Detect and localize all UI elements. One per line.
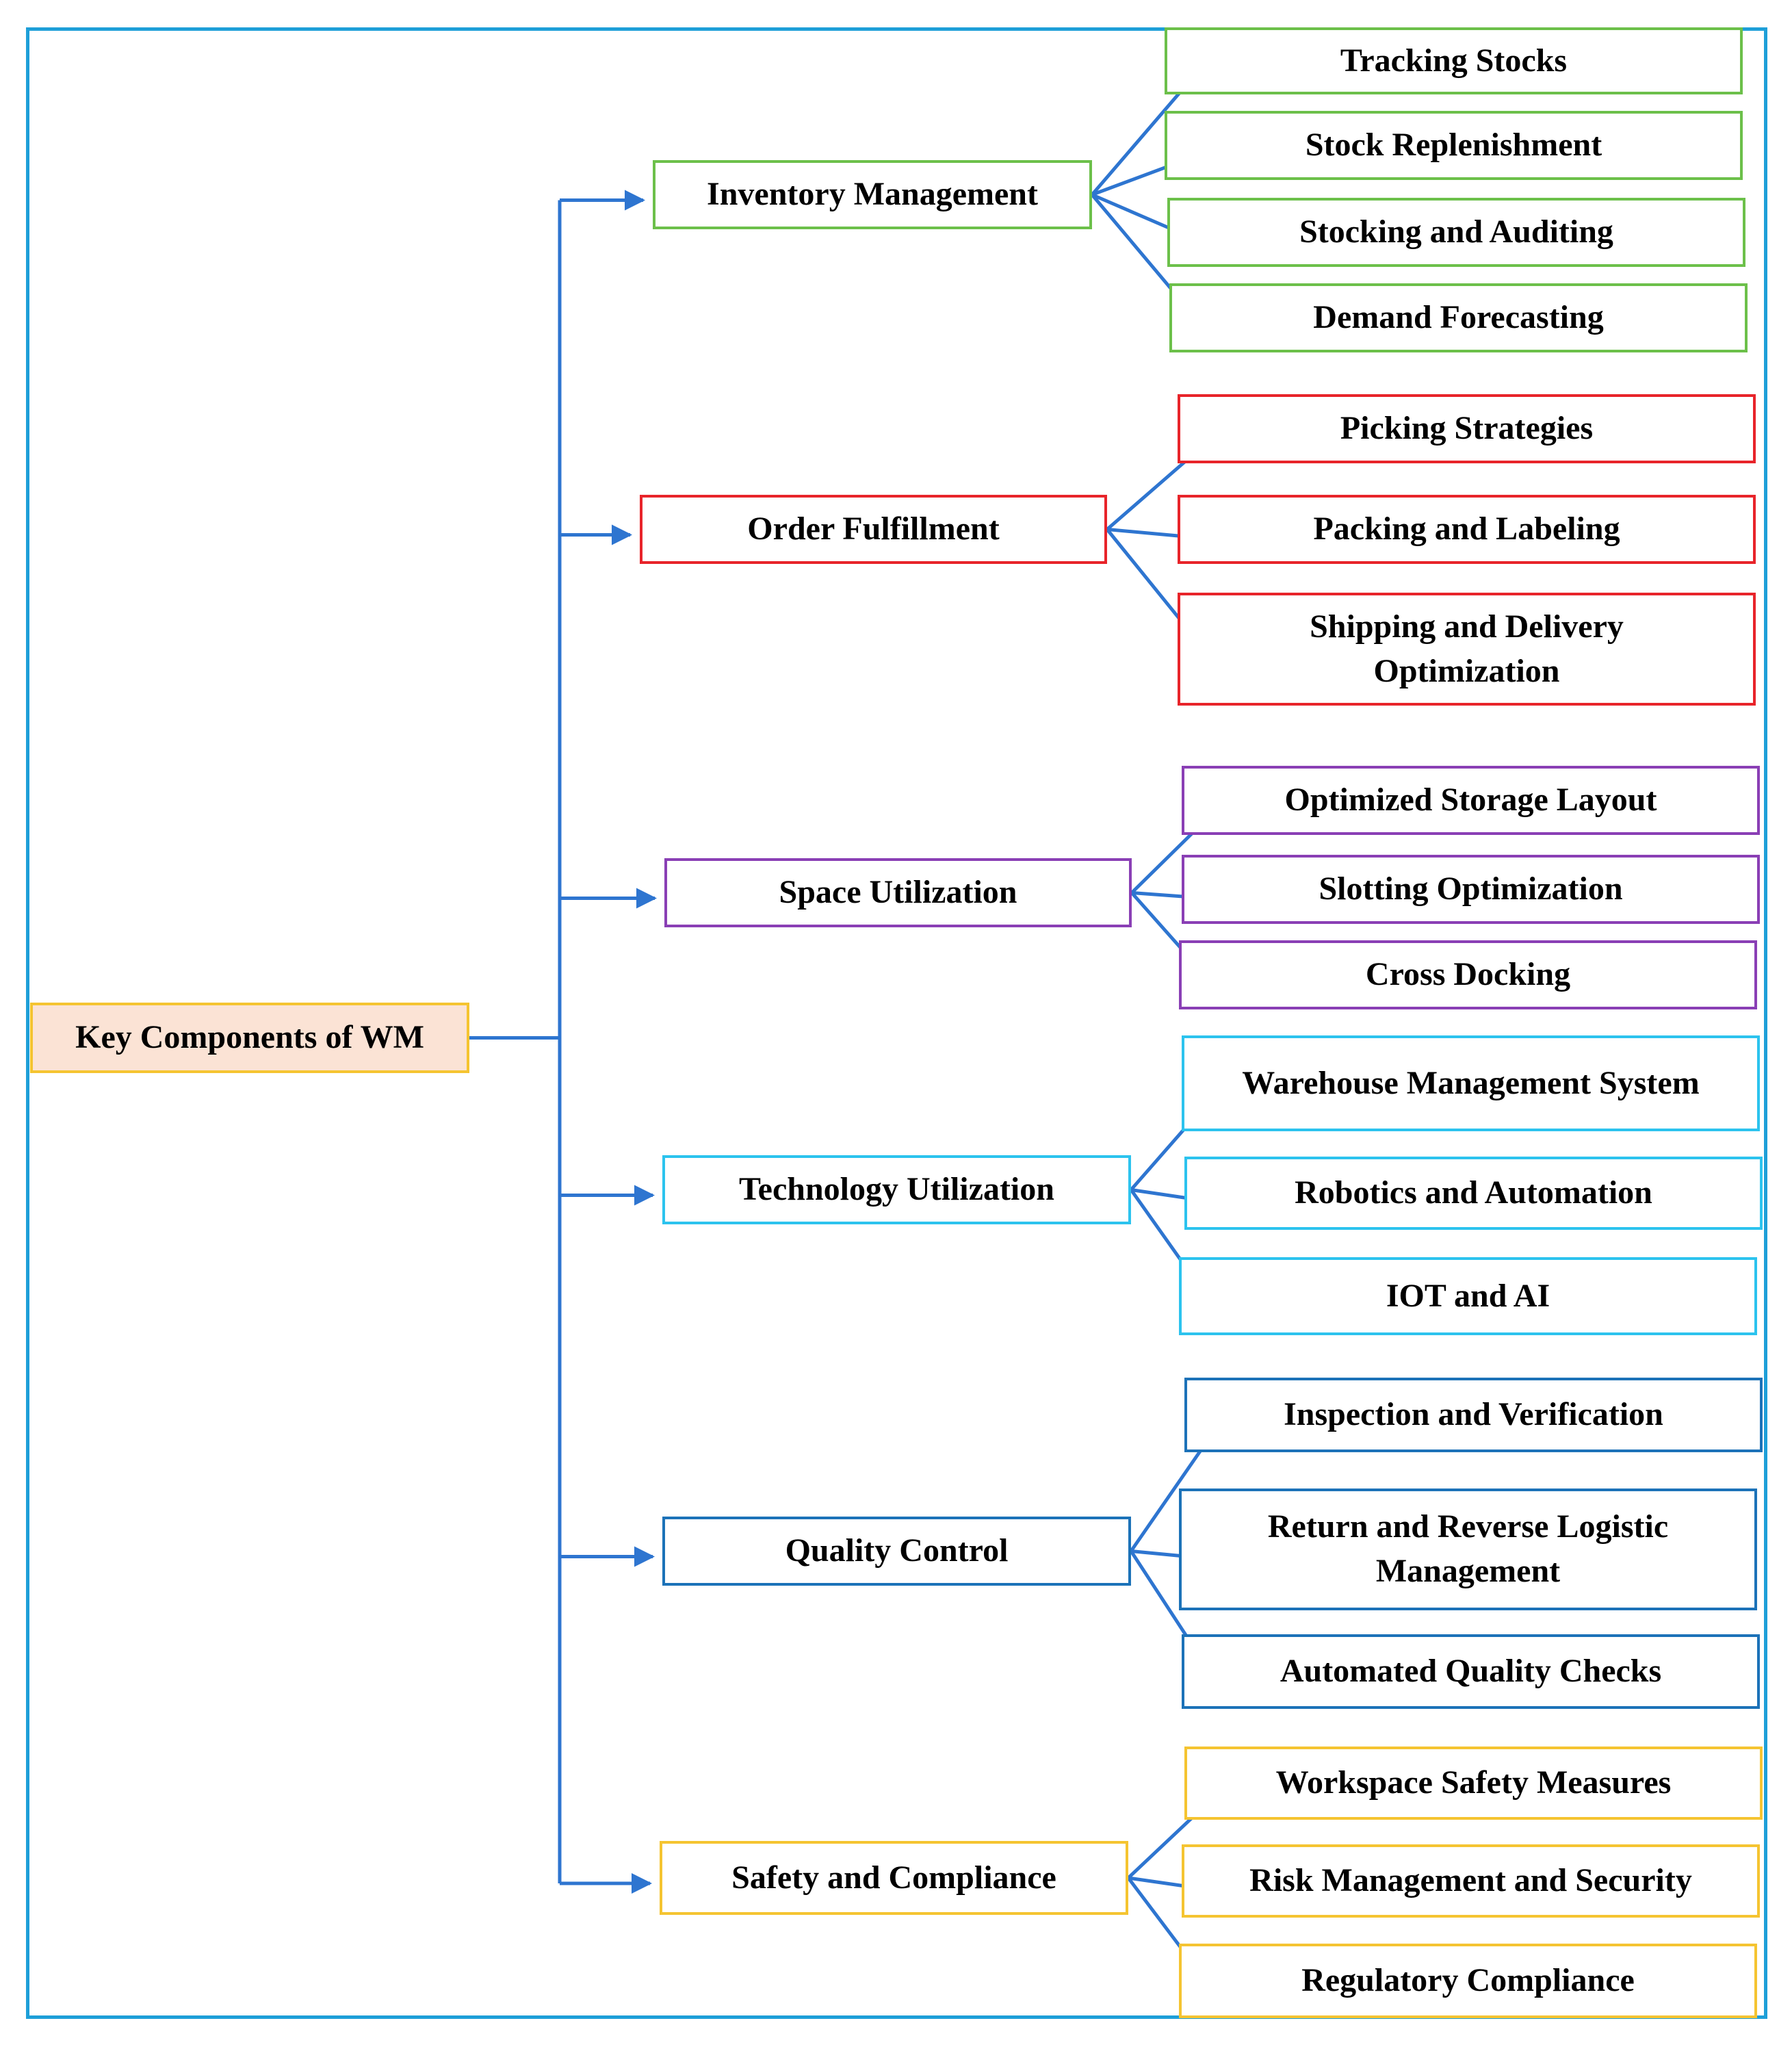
category-label: Space Utilization bbox=[779, 874, 1017, 911]
subcomponent-node: Return and Reverse Logistic Management bbox=[1179, 1489, 1757, 1610]
subcomponent-node: Regulatory Compliance bbox=[1179, 1944, 1757, 2018]
category-inventory-management: Inventory Management bbox=[653, 160, 1092, 229]
category-label: Inventory Management bbox=[707, 176, 1038, 213]
subcomponent-node: Picking Strategies bbox=[1178, 394, 1756, 463]
subcomponent-label: Workspace Safety Measures bbox=[1275, 1764, 1672, 1801]
subcomponent-node: Robotics and Automation bbox=[1184, 1157, 1763, 1230]
subcomponent-label: Return and Reverse Logistic Management bbox=[1267, 1508, 1669, 1589]
subcomponent-label: Cross Docking bbox=[1365, 956, 1571, 993]
subcomponent-node: Stocking and Auditing bbox=[1167, 198, 1745, 267]
category-space-utilization: Space Utilization bbox=[664, 858, 1132, 927]
subcomponent-node: Tracking Stocks bbox=[1165, 27, 1743, 94]
subcomponent-label: Picking Strategies bbox=[1340, 410, 1594, 447]
root-node: Key Components of WM bbox=[30, 1003, 469, 1073]
category-label: Technology Utilization bbox=[739, 1171, 1054, 1208]
subcomponent-label: Regulatory Compliance bbox=[1301, 1962, 1635, 1999]
subcomponent-node: Stock Replenishment bbox=[1165, 111, 1743, 180]
subcomponent-label: Warehouse Management System bbox=[1242, 1064, 1700, 1101]
subcomponent-node: Demand Forecasting bbox=[1169, 283, 1748, 352]
subcomponent-node: Shipping and Delivery Optimization bbox=[1178, 593, 1756, 706]
category-safety-and-compliance: Safety and Compliance bbox=[660, 1841, 1128, 1915]
subcomponent-node: Cross Docking bbox=[1179, 940, 1757, 1009]
category-label: Order Fulfillment bbox=[747, 511, 1000, 547]
subcomponent-node: Optimized Storage Layout bbox=[1182, 766, 1760, 835]
subcomponent-node: Packing and Labeling bbox=[1178, 495, 1756, 564]
subcomponent-node: Slotting Optimization bbox=[1182, 855, 1760, 924]
subcomponent-label: Packing and Labeling bbox=[1313, 511, 1620, 547]
outer-frame bbox=[26, 27, 1767, 2019]
subcomponent-label: Tracking Stocks bbox=[1340, 42, 1568, 79]
subcomponent-label: Inspection and Verification bbox=[1284, 1396, 1663, 1433]
subcomponent-label: Stocking and Auditing bbox=[1299, 214, 1613, 250]
subcomponent-node: Workspace Safety Measures bbox=[1184, 1747, 1763, 1820]
subcomponent-label: Stock Replenishment bbox=[1305, 127, 1602, 164]
subcomponent-label: Automated Quality Checks bbox=[1280, 1653, 1662, 1690]
subcomponent-node: Inspection and Verification bbox=[1184, 1378, 1763, 1452]
subcomponent-label: Slotting Optimization bbox=[1319, 871, 1623, 907]
root-label: Key Components of WM bbox=[75, 1019, 424, 1056]
subcomponent-node: Automated Quality Checks bbox=[1182, 1634, 1760, 1709]
subcomponent-label: Optimized Storage Layout bbox=[1284, 782, 1657, 819]
category-label: Safety and Compliance bbox=[731, 1859, 1056, 1896]
category-order-fulfillment: Order Fulfillment bbox=[640, 495, 1107, 564]
subcomponent-label: IOT and AI bbox=[1386, 1277, 1550, 1314]
subcomponent-node: IOT and AI bbox=[1179, 1257, 1757, 1335]
subcomponent-node: Risk Management and Security bbox=[1182, 1844, 1760, 1918]
subcomponent-label: Shipping and Delivery Optimization bbox=[1310, 608, 1624, 689]
category-quality-control: Quality Control bbox=[662, 1517, 1131, 1586]
category-technology-utilization: Technology Utilization bbox=[662, 1155, 1131, 1224]
subcomponent-label: Robotics and Automation bbox=[1295, 1174, 1652, 1211]
category-label: Quality Control bbox=[785, 1532, 1009, 1569]
subcomponent-label: Demand Forecasting bbox=[1313, 299, 1604, 336]
subcomponent-label: Risk Management and Security bbox=[1249, 1862, 1692, 1899]
subcomponent-node: Warehouse Management System bbox=[1182, 1035, 1760, 1131]
